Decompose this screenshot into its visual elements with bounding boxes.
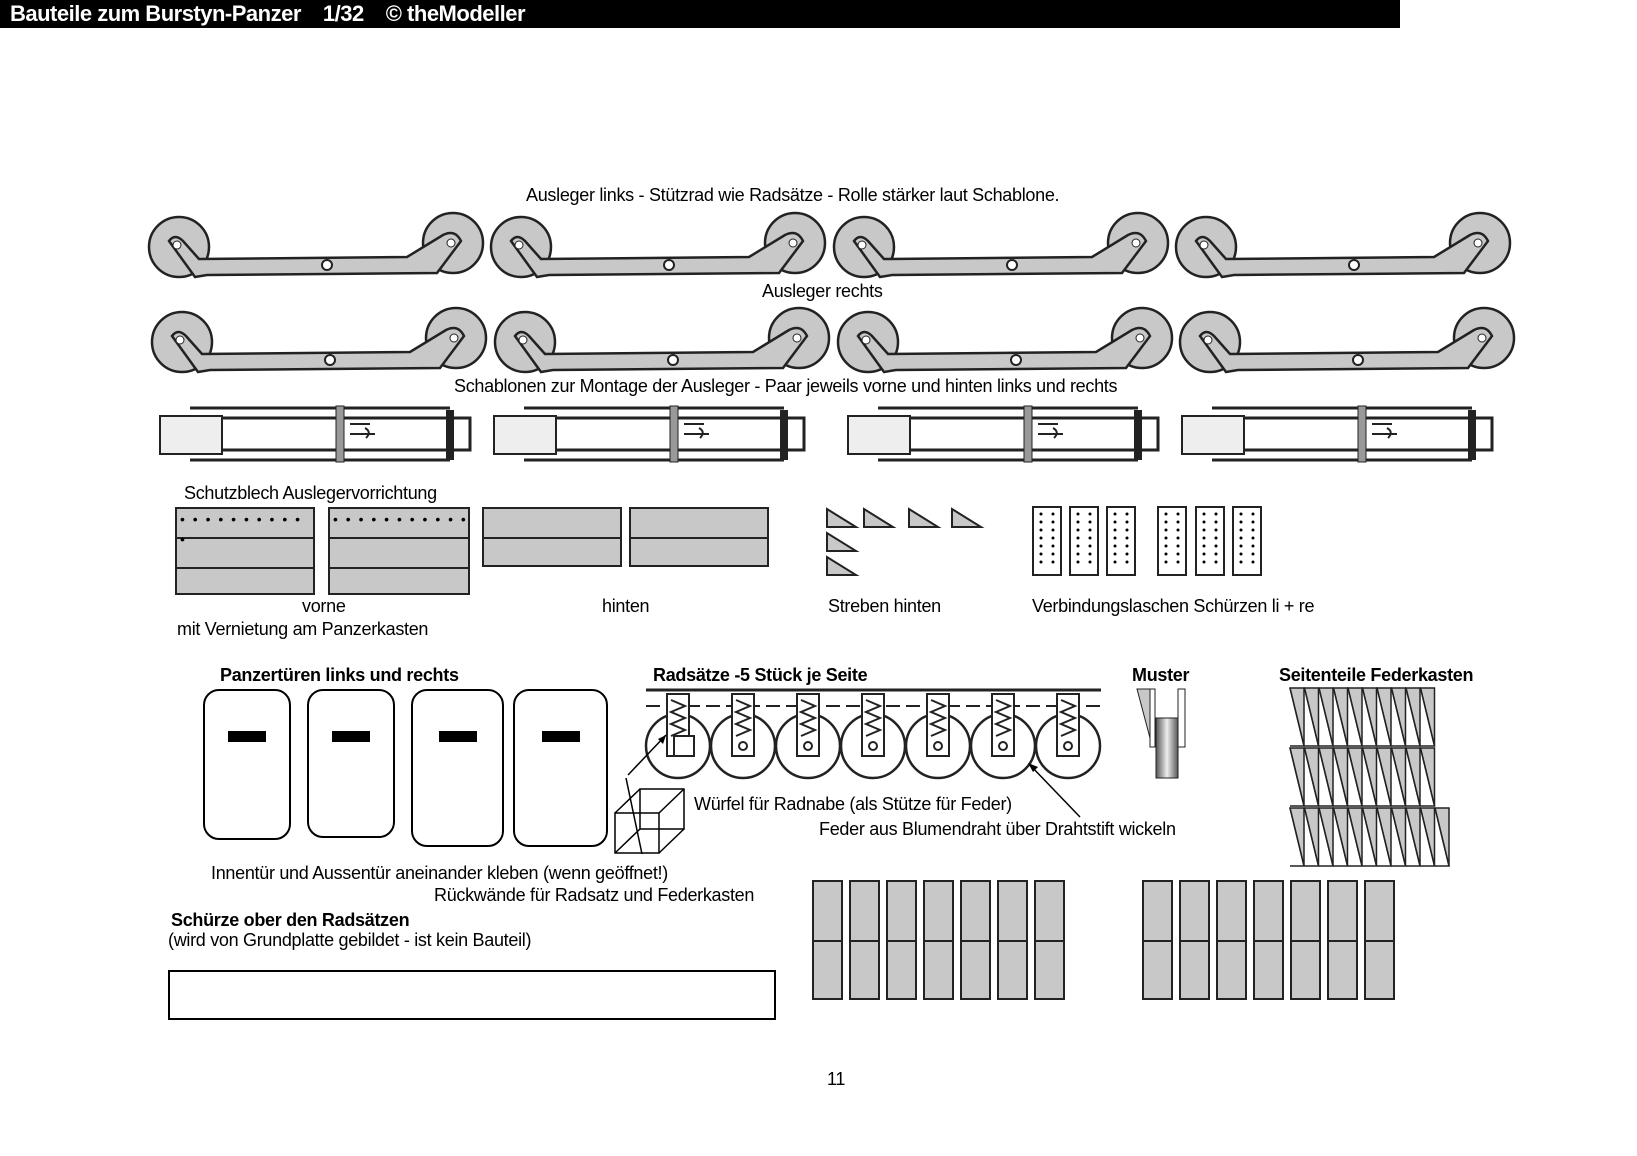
back-wall — [1216, 880, 1247, 1000]
label-feder: Feder aus Blumendraht über Drahtstift wi… — [819, 819, 1176, 839]
back-wall — [1364, 880, 1395, 1000]
arm-left — [147, 211, 485, 279]
back-wall — [849, 880, 880, 1000]
pointer-arrows — [627, 734, 1081, 818]
fender-front: • • • • • • • • • • • — [328, 507, 470, 595]
label-innentuer: Innentür und Aussentür aneinander kleben… — [211, 863, 668, 883]
strut — [951, 507, 985, 528]
arm-left — [1174, 211, 1512, 279]
page-number: 11 — [827, 1069, 846, 1089]
label-vernietung: mit Vernietung am Panzerkasten — [177, 619, 429, 639]
strut — [863, 507, 897, 528]
label-panzertueren: Panzertüren links und rechts — [220, 665, 459, 685]
arm-right — [150, 306, 488, 374]
door-slot — [332, 731, 370, 742]
arm-right — [836, 306, 1174, 374]
strut — [826, 555, 860, 576]
arm-right — [493, 306, 831, 374]
back-wall — [812, 880, 843, 1000]
door-slot — [438, 731, 477, 742]
fender-rear — [482, 507, 622, 567]
back-wall — [1253, 880, 1284, 1000]
door-panel — [411, 689, 504, 847]
connector-plate — [1195, 506, 1225, 576]
back-wall — [923, 880, 954, 1000]
door-panel — [203, 689, 291, 840]
pattern-icon — [1136, 688, 1186, 779]
label-streben: Streben hinten — [828, 596, 941, 616]
back-wall — [1290, 880, 1321, 1000]
back-wall — [997, 880, 1028, 1000]
spring-box-side-triangles — [1289, 687, 1450, 867]
label-schuerze-note: (wird von Grundplatte gebildet - ist kei… — [168, 930, 532, 950]
mounting-template — [1181, 405, 1494, 463]
label-laschen: Verbindungslaschen Schürzen li + re — [1032, 596, 1315, 616]
wheel-strip — [644, 688, 1102, 780]
connector-plate — [1032, 506, 1062, 576]
label-ausleger-rechts: Ausleger rechts — [762, 281, 883, 301]
arm-right — [1178, 306, 1516, 374]
connector-plate — [1157, 506, 1187, 576]
mounting-template — [159, 405, 472, 463]
label-schutzblech: Schutzblech Auslegervorrichtung — [184, 483, 437, 503]
label-muster: Muster — [1132, 665, 1190, 685]
cube-icon — [614, 777, 685, 855]
label-wuerfel: Würfel für Radnabe (als Stütze für Feder… — [694, 794, 1012, 814]
back-wall — [886, 880, 917, 1000]
door-slot — [541, 731, 580, 742]
back-wall — [1179, 880, 1210, 1000]
arm-left — [489, 211, 827, 279]
fender-rear — [629, 507, 769, 567]
strut — [826, 507, 860, 528]
label-ausleger-links: Ausleger links - Stützrad wie Radsätze -… — [526, 185, 1060, 205]
connector-plate — [1106, 506, 1136, 576]
door-panel — [513, 689, 608, 847]
mounting-template — [847, 405, 1160, 463]
mounting-template — [493, 405, 806, 463]
label-vorne: vorne — [302, 596, 346, 616]
back-wall — [1034, 880, 1065, 1000]
back-wall — [960, 880, 991, 1000]
fender-front: • • • • • • • • • • • — [175, 507, 315, 595]
strut — [908, 507, 942, 528]
label-rueckwaende: Rückwände für Radsatz und Federkasten — [434, 885, 755, 905]
header-copyright: © theModeller — [385, 1, 526, 26]
arm-left — [832, 211, 1170, 279]
strut — [826, 531, 860, 552]
header-scale: 1/32 — [322, 1, 364, 26]
label-hinten: hinten — [602, 596, 650, 616]
label-schablonen: Schablonen zur Montage der Ausleger - Pa… — [454, 376, 1118, 396]
connector-plate — [1069, 506, 1099, 576]
apron-rectangle — [168, 970, 776, 1020]
label-schuerze: Schürze ober den Radsätzen — [171, 910, 410, 930]
header-title: Bauteile zum Burstyn-Panzer — [10, 1, 301, 26]
door-panel — [307, 689, 395, 838]
label-radsaetze: Radsätze -5 Stück je Seite — [653, 665, 868, 685]
back-wall — [1327, 880, 1358, 1000]
back-wall — [1142, 880, 1173, 1000]
page-header: Bauteile zum Burstyn-Panzer 1/32 © theMode… — [0, 0, 1400, 28]
door-slot — [228, 731, 266, 742]
label-seitenteile: Seitenteile Federkasten — [1279, 665, 1474, 685]
connector-plate — [1232, 506, 1262, 576]
